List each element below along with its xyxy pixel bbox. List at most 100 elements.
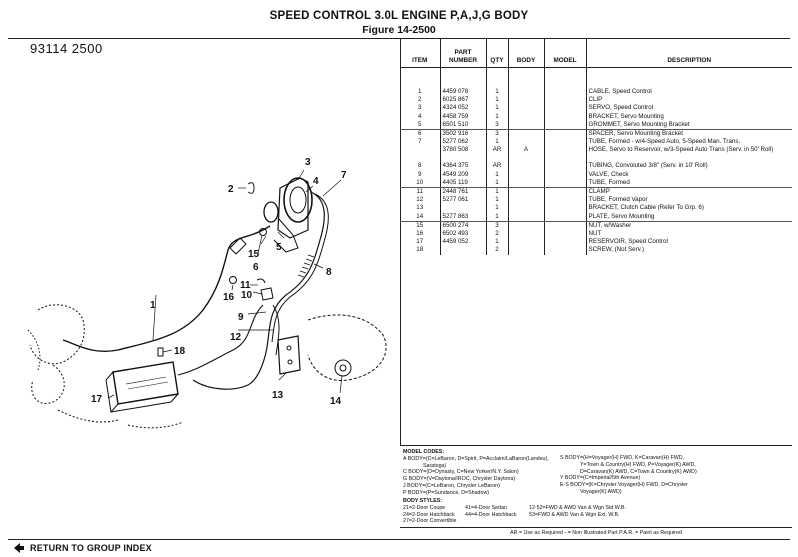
table-header: ITEM PART NUMBER QTY BODY MODEL DESCRIPT… [400,38,792,68]
qty-cell: 1 [486,187,509,197]
model-codes-left: MODEL CODES: A BODY=(C=LeBaron, D=Spirit… [403,449,549,497]
model-codes-right: S BODY=(H=Voyager(H) FWD, K=Caravan(H) F… [560,455,697,496]
callout-5: 5 [276,242,282,253]
model-code-line: P BODY=(P=Sundance, D=Shadow) [403,489,490,496]
qty-cell: AR [486,146,509,163]
description-cell: VALVE, Check [588,170,629,178]
qty-cell: 1 [486,212,509,222]
model-code-line: G BODY=(V=Daytona/IROC, Chrysler Daytona… [403,476,516,483]
diagram-art [27,177,387,429]
callout-10: 10 [241,290,253,301]
leader-lines [107,169,343,399]
callout-3: 3 [305,157,311,168]
model-codes-heading: MODEL CODES: [403,449,445,455]
body-cell [508,204,545,213]
model-code-line: J BODY=(C=LeBaron, Chrysler LeBaron) [403,482,500,489]
model-code-line: E-S BODY=(K=Chrysler Voyager(H) FWD, D=C… [560,482,688,489]
part-number-cell: 4458 759 [440,112,487,121]
description-cell: GROMMET, Servo Mounting Bracket [586,120,792,130]
return-label: RETURN TO GROUP INDEX [30,543,152,553]
body-cell [508,221,545,231]
callout-16: 16 [223,292,235,303]
item-cell: 3 [400,104,441,113]
model-code-line: A BODY=(C=LeBaron, D=Spirit, P=Acclaim/L… [403,455,549,462]
item-cell: 4 [400,112,441,121]
model-cell [544,196,587,205]
part-number-cell: 5277 863 [440,212,487,222]
qty-cell: 1 [486,96,509,105]
col-model: MODEL [544,38,587,68]
description-cell: CLIP [588,96,603,104]
model-code-line: C BODY=(D=Dynasty, C=New Yorker/N.Y. Sal… [403,469,519,476]
left-arrow-icon [14,543,24,553]
item-cell: 5 [400,120,441,130]
col-description: DESCRIPTION [586,38,792,68]
qty-cell: 1 [486,204,509,213]
model-cell [544,238,587,247]
body-cell [508,187,545,197]
item-cell: 16 [400,230,441,239]
qty-cell: 1 [486,88,509,97]
body-cell [508,230,545,239]
callout-9: 9 [238,312,244,323]
description-cell: NUT, w/Washer [588,221,632,229]
description-cell: BRACKET, Servo Mounting [588,112,664,120]
model-cell [544,112,587,121]
part-number-cell: 5277 061 [440,196,487,205]
item-cell: 18 [400,246,441,255]
page-title: SPEED CONTROL 3.0L ENGINE P,A,J,G BODY [269,10,529,22]
qty-cell: 3 [486,221,509,231]
description-cell: TUBE, Formed - w/4-Speed Auto, 5-Speed M… [588,138,741,146]
part-number-cell: 2448 761 [440,187,487,197]
body-cell [508,170,545,179]
qty-cell: 1 [486,178,509,189]
part-number-cell: 3780 508 [440,146,487,163]
part-number-cell: 4459 052 [440,238,487,247]
item-cell: 10 [400,178,441,189]
body-style-cell: 27=2-Door Convertible [403,518,457,525]
description-cell: TUBE, Formed [586,178,792,189]
qty-cell: 3 [486,129,509,139]
part-number-cell: 4459 078 [440,88,487,97]
model-code-line: Voyager(K) AWD) [580,488,622,495]
callout-6: 6 [253,262,259,273]
item-cell: 9 [400,170,441,179]
return-to-group-index-link[interactable]: RETURN TO GROUP INDEX [14,543,152,553]
callout-2: 2 [228,184,234,195]
part-number-cell: 4405 119 [440,178,487,189]
body-style-cell: 21=2-Door Coupe [403,504,446,511]
spacer-cell [400,67,441,88]
body-cell: A [508,146,545,163]
qty-cell: 1 [486,138,509,147]
table-spacer-row [400,67,792,88]
body-style-cell: 44=4-Door Hatchback [465,511,517,518]
callout-7: 7 [341,170,347,181]
model-code-line: Y=Town & Country(H) FWD, P=Voyager(K) AW… [580,461,696,468]
body-style-cell: 24=2-Door Hatchback [403,511,455,518]
part-number-cell: 6025 867 [440,96,487,105]
spacer-cell [544,67,587,88]
model-cell [544,221,587,231]
qty-cell: 1 [486,170,509,179]
bottom-rule [8,539,790,540]
part-number-cell: 6500 274 [440,221,487,231]
item-cell: 8 [400,162,441,171]
item-cell: 1 [400,88,441,97]
body-style-cell: 41=4-Door Sedan [465,504,507,511]
figure-id: 93114 2500 [30,41,103,56]
part-number-cell: 3502 916 [440,129,487,139]
callout-17: 17 [91,394,103,405]
